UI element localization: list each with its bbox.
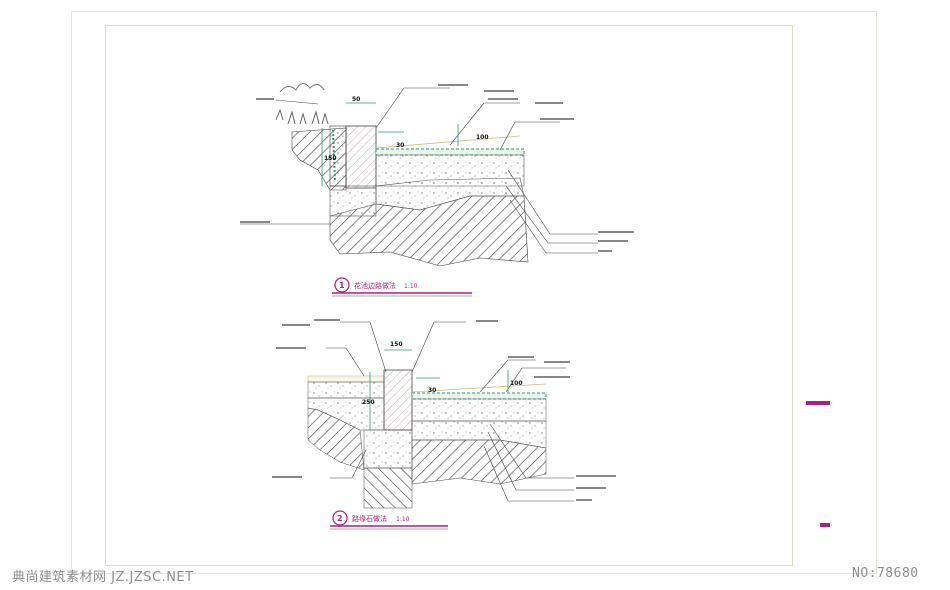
detail-1-scale: 1:10 bbox=[404, 283, 418, 290]
detail-2-number: 2 bbox=[337, 514, 343, 523]
drawing-outer-frame bbox=[71, 11, 877, 574]
d1-dim-left: 150 bbox=[324, 155, 337, 162]
detail-2-title: 路缘石做法 bbox=[352, 514, 387, 523]
detail-1-number: 1 bbox=[339, 281, 345, 290]
d2-dim-top: 150 bbox=[390, 341, 403, 348]
detail-1-title: 花池边路做法 bbox=[354, 281, 396, 290]
watermark-number: NO:78680 bbox=[852, 566, 919, 581]
d1-dim-step: 30 bbox=[396, 142, 404, 149]
detail-2-section bbox=[272, 319, 616, 509]
drawing-inner-frame bbox=[105, 25, 793, 566]
sheet-number-tag bbox=[820, 523, 830, 527]
watermark-site: 典尚建筑素材网 JZ.JZSC.NET bbox=[12, 570, 194, 585]
d2-dim-right: 100 bbox=[510, 380, 523, 387]
detail-1-title-block bbox=[332, 277, 472, 297]
d1-dim-right: 100 bbox=[476, 134, 489, 141]
detail-2-scale: 1:10 bbox=[396, 516, 410, 523]
d2-dim-step: 30 bbox=[428, 387, 436, 394]
d2-dim-left: 250 bbox=[362, 399, 375, 406]
detail-1-section bbox=[240, 83, 634, 267]
title-block-tag bbox=[806, 401, 830, 405]
d1-dim-top: 50 bbox=[352, 96, 360, 103]
detail-2-title-block bbox=[330, 510, 448, 530]
